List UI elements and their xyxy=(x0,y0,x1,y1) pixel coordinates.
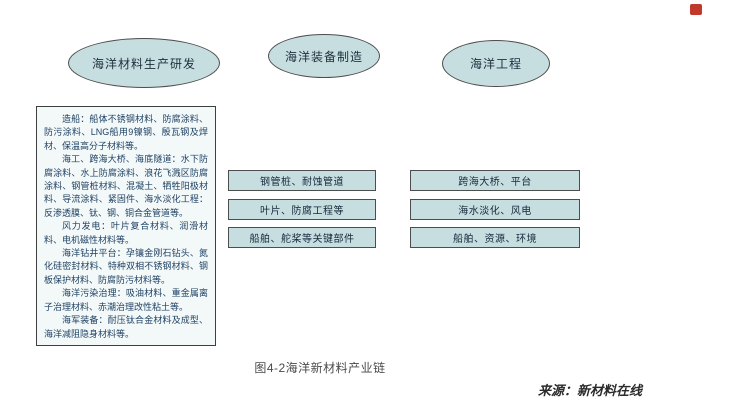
engineering-box-desalination-wind: 海水淡化、风电 xyxy=(410,199,580,220)
engineering-box-ship-resources-environment: 船舶、资源、环境 xyxy=(410,227,580,248)
node-label: 海洋装备制造 xyxy=(284,49,363,64)
equipment-box-pipe-piles: 钢管桩、耐蚀管道 xyxy=(228,170,376,191)
panel-paragraph-drilling-platform: 海洋钻井平台：孕镶金刚石钻头、氮化硅密封材料、特种双相不锈钢材料、钢板保护材料、… xyxy=(44,248,208,285)
logo-fragment-icon xyxy=(690,4,702,15)
engineering-box-bridge-platform: 跨海大桥、平台 xyxy=(410,170,580,191)
figure-caption: 图4-2海洋新材料产业链 xyxy=(254,361,386,375)
box-label: 船舶、资源、环境 xyxy=(453,234,537,245)
panel-paragraph-shipbuilding: 造船：船体不锈钢材料、防腐涂料、防污涂料、LNG船用9镍钢、殷瓦钢及焊材、保温高… xyxy=(44,114,208,151)
panel-paragraph-naval-equipment: 海军装备：耐压钛合金材料及成型、海洋减阻隐身材料等。 xyxy=(44,315,208,339)
box-label: 船舶、舵桨等关键部件 xyxy=(249,234,355,245)
box-label: 叶片、防腐工程等 xyxy=(260,206,344,217)
node-materials-production-rd: 海洋材料生产研发 xyxy=(68,38,220,88)
box-label: 海水淡化、风电 xyxy=(458,206,532,217)
box-label: 跨海大桥、平台 xyxy=(458,177,532,188)
panel-paragraph-pollution-control: 海洋污染治理：吸油材料、重金属离子治理材料、赤潮治理改性粘土等。 xyxy=(44,288,208,312)
node-label: 海洋材料生产研发 xyxy=(91,56,196,71)
panel-paragraph-offshore-bridge-tunnel: 海工、跨海大桥、海底隧道：水下防腐涂料、水上防腐涂料、浪花飞溅区防腐涂料、钢管桩… xyxy=(44,154,208,218)
box-label: 钢管桩、耐蚀管道 xyxy=(260,177,344,188)
equipment-box-ship-components: 船舶、舵桨等关键部件 xyxy=(228,227,376,248)
materials-detail-panel: 造船：船体不锈钢材料、防腐涂料、防污涂料、LNG船用9镍钢、殷瓦钢及焊材、保温高… xyxy=(36,106,216,346)
node-equipment-manufacturing: 海洋装备制造 xyxy=(268,34,380,78)
source-credit: 来源：新材料在线 xyxy=(537,383,642,398)
equipment-box-blades: 叶片、防腐工程等 xyxy=(228,199,376,220)
node-label: 海洋工程 xyxy=(469,57,522,71)
panel-paragraph-wind-power: 风力发电：叶片复合材料、润滑材料、电机磁性材料等。 xyxy=(44,221,208,245)
node-marine-engineering: 海洋工程 xyxy=(442,40,550,87)
